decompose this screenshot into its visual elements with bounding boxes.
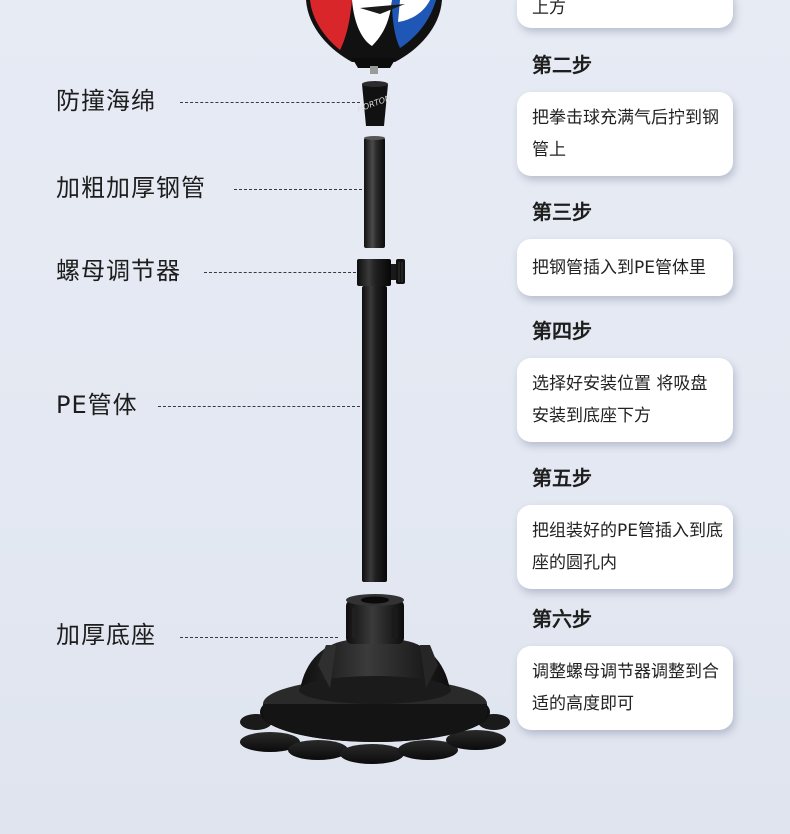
step-card-1: 上方 xyxy=(517,0,733,28)
step-text-6: 调整螺母调节器调整到合适的高度即可 xyxy=(532,662,719,714)
step-title-4: 第四步 xyxy=(532,319,592,343)
step-card-2: 把拳击球充满气后拧到钢管上 xyxy=(517,92,733,176)
step-card-5: 把组装好的PE管插入到底座的圆孔内 xyxy=(517,505,733,589)
thick-base xyxy=(240,594,510,764)
step-card-3: 把钢管插入到PE管体里 xyxy=(517,239,733,296)
step-text-3: 把钢管插入到PE管体里 xyxy=(532,257,706,278)
leader-line-steel-pipe xyxy=(234,189,362,190)
label-base: 加厚底座 xyxy=(56,621,156,649)
step-card-6: 调整螺母调节器调整到合适的高度即可 xyxy=(517,646,733,730)
leader-line-nut-adjuster xyxy=(204,272,356,273)
step-title-6: 第六步 xyxy=(532,607,592,631)
pe-pipe xyxy=(362,286,387,582)
step-title-5: 第五步 xyxy=(532,466,592,490)
step-text-2: 把拳击球充满气后拧到钢管上 xyxy=(532,108,719,160)
sponge-bumper: HORTON xyxy=(356,81,392,126)
punching-ball xyxy=(306,0,442,74)
label-steel-pipe: 加粗加厚钢管 xyxy=(56,174,206,202)
suction-cup xyxy=(288,740,348,760)
suction-cup xyxy=(240,732,300,752)
step-text-1: 上方 xyxy=(532,0,566,18)
step-text-5: 把组装好的PE管插入到底座的圆孔内 xyxy=(532,521,723,573)
step-card-4: 选择好安装位置 将吸盘安装到底座下方 xyxy=(517,358,733,442)
nut-adjuster xyxy=(357,259,405,286)
leader-line-base xyxy=(180,637,338,638)
leader-line-sponge xyxy=(180,102,360,103)
suction-cup xyxy=(398,740,458,760)
step-text-4: 选择好安装位置 将吸盘安装到底座下方 xyxy=(532,374,708,426)
label-sponge: 防撞海绵 xyxy=(56,87,156,115)
leader-line-pe-pipe xyxy=(158,406,360,407)
label-nut-adjuster: 螺母调节器 xyxy=(56,257,181,285)
steel-pipe xyxy=(364,138,385,248)
suction-cup xyxy=(446,730,506,750)
step-title-2: 第二步 xyxy=(532,53,592,77)
suction-cup xyxy=(340,744,404,764)
label-pe-pipe: PE管体 xyxy=(56,391,138,419)
step-title-3: 第三步 xyxy=(532,200,592,224)
